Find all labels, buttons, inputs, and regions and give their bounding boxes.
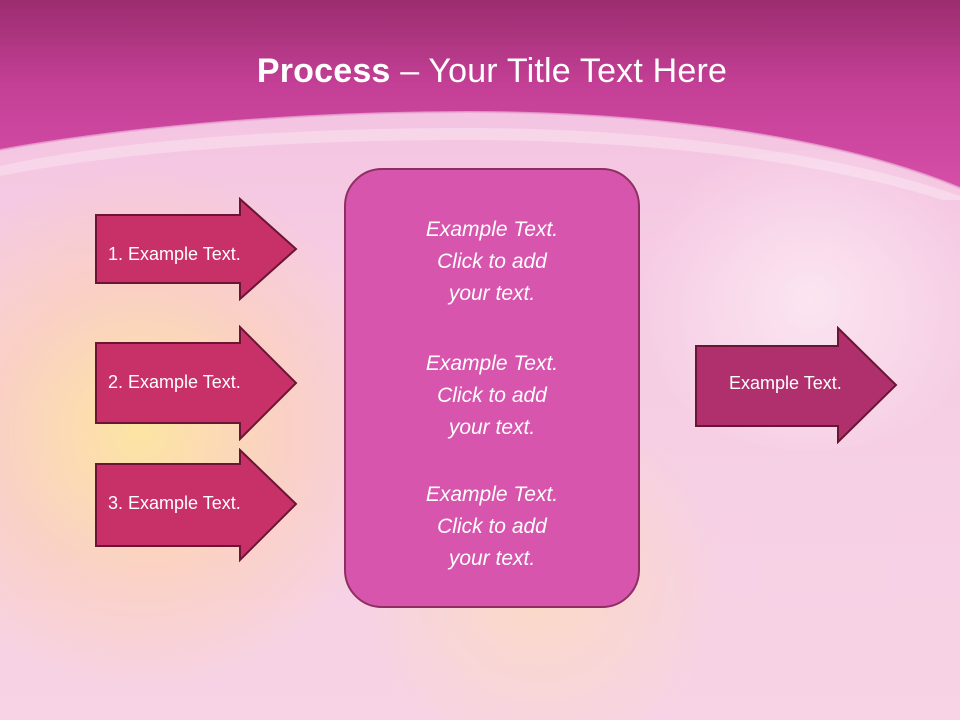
center-text-box[interactable]: Example Text. Click to add your text. Ex…: [344, 168, 640, 608]
left-arrow-label-1: 1. Example Text.: [108, 244, 241, 264]
slide-title: Process – Your Title Text Here: [0, 52, 960, 91]
text-line: your text.: [448, 547, 536, 570]
text-block-1: Example Text. Click to add your text.: [346, 214, 638, 310]
text-line: Example Text.: [425, 352, 559, 375]
text-block-2: Example Text. Click to add your text.: [346, 348, 638, 444]
text-line: Click to add: [437, 515, 547, 538]
text-line: your text.: [448, 282, 536, 305]
text-block-3: Example Text. Click to add your text.: [346, 479, 638, 575]
text-line: Click to add: [437, 250, 547, 273]
arrow-shape-3: [95, 448, 298, 563]
arrow-shape-1: [95, 197, 298, 301]
text-line: your text.: [448, 416, 536, 439]
text-line: Example Text.: [425, 218, 559, 241]
left-arrow-label-3: 3. Example Text.: [108, 493, 241, 513]
text-line: Example Text.: [425, 483, 559, 506]
header-band: [0, 0, 960, 200]
right-arrow-shape: [695, 326, 898, 444]
arrow-shape-2: [95, 325, 298, 441]
left-arrow-label-2: 2. Example Text.: [108, 372, 241, 392]
text-line: Click to add: [437, 384, 547, 407]
title-bold: Process: [256, 52, 391, 90]
right-arrow-label: Example Text.: [729, 373, 842, 393]
title-rest: – Your Title Text Here: [390, 52, 728, 90]
